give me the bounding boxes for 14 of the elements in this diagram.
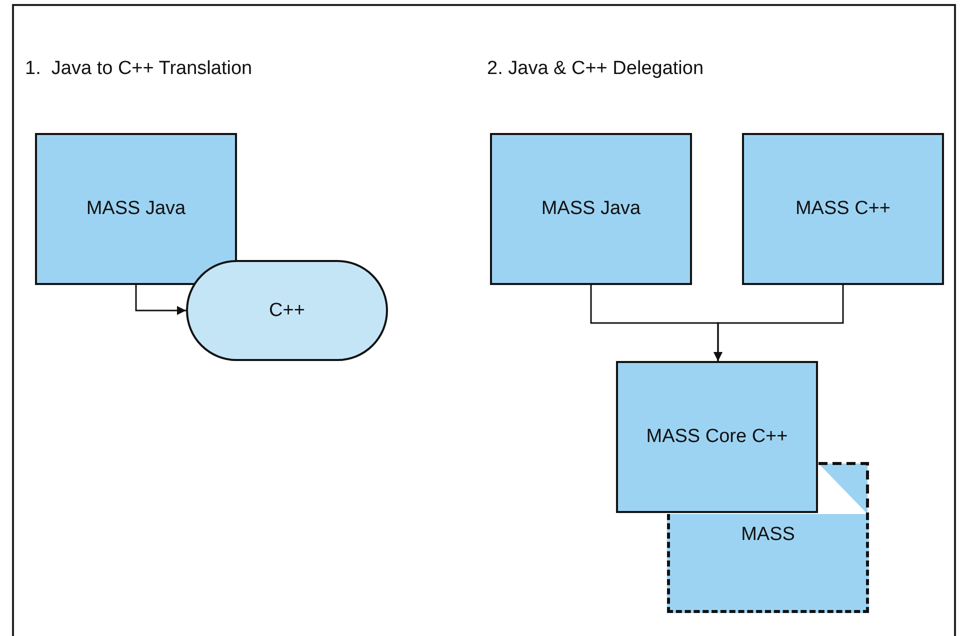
node-text: MASS Java <box>541 198 641 220</box>
process-box <box>742 133 944 285</box>
connector-arrow <box>135 285 186 315</box>
node-text: C++ <box>269 300 305 322</box>
process-box <box>490 133 692 285</box>
node-text: MASS C++ <box>795 198 891 220</box>
node-text: MASS Core C++ <box>646 426 788 448</box>
process-box <box>35 133 237 285</box>
connector-arrow <box>714 285 844 361</box>
process-box <box>616 361 818 513</box>
node-text: MASS <box>741 524 795 546</box>
section-heading: 1. Java to C++ Translation <box>25 58 252 80</box>
node-text: MASS Java <box>86 198 186 220</box>
section-heading: 2. Java & C++ Delegation <box>487 58 704 80</box>
